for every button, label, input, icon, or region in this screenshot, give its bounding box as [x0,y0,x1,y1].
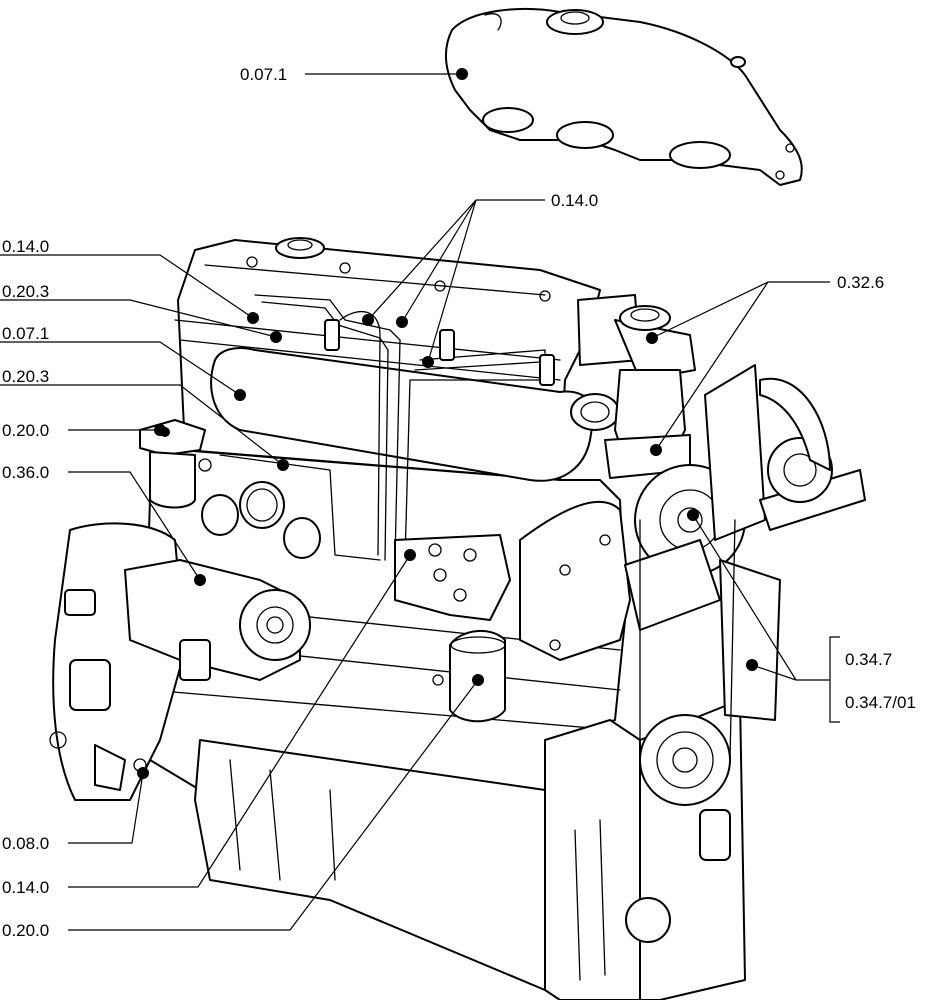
exhaust-manifold-drawing [444,8,803,186]
fan-pulley-drawing [624,364,866,806]
label-left-0140: 0.14.0 [2,237,49,256]
injection-pipes-drawing [219,294,555,561]
fuel-pump-drawing [394,534,511,621]
label-left-0203a: 0.20.3 [2,282,49,301]
callout-labels: 0.07.1 0.14.0 0.14.0 0.20.3 0.07.1 0.20.… [2,65,916,940]
compressor-drawing [124,559,311,681]
label-bottom-0140: 0.14.0 [2,878,49,897]
label-right-0347: 0.34.7 [845,650,892,669]
label-right-034701: 0.34.7/01 [845,693,916,712]
freeze-plugs-drawing [201,481,321,559]
label-left-0200: 0.20.0 [2,421,49,440]
label-injection-top: 0.14.0 [551,191,598,210]
label-manifold-top: 0.07.1 [240,65,287,84]
label-bottom-0200: 0.20.0 [2,921,49,940]
label-right-0326: 0.32.6 [837,273,884,292]
label-left-0071: 0.07.1 [2,324,49,343]
thermostat-housing-drawing [577,294,696,479]
callout-lines [0,68,840,931]
label-bottom-0080: 0.08.0 [2,834,49,853]
label-left-0203b: 0.20.3 [2,367,49,386]
label-left-0360: 0.36.0 [2,463,49,482]
